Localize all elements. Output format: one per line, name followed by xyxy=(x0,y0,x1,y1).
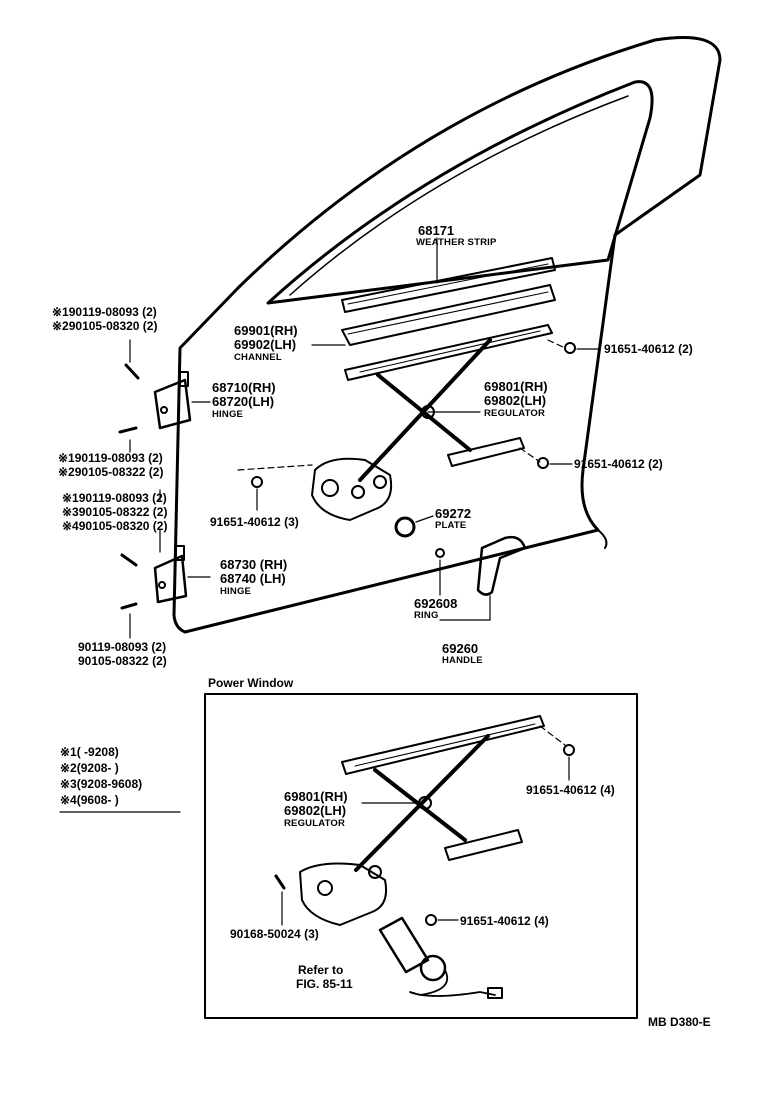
door-rear-edge xyxy=(597,529,608,549)
window-frame-inner xyxy=(289,95,629,296)
window-handle xyxy=(476,535,527,596)
regulator-rail xyxy=(344,324,553,381)
low-bolts-line-3: ※490105-08320 (2) xyxy=(62,519,168,533)
hinge-lower xyxy=(153,554,188,604)
weather-strip xyxy=(341,257,556,313)
window-frame-outline xyxy=(266,80,654,305)
pw-screw-label: 90168-50024 (3) xyxy=(230,927,319,941)
bolt-c-label: 91651-40612 (3) xyxy=(210,515,299,529)
upper-bolts-line-2: ※290105-08320 (2) xyxy=(52,319,158,333)
hinge-bolt-2 xyxy=(118,426,138,434)
power-window-box xyxy=(204,693,638,1019)
mid-bolts-line-2: ※290105-08322 (2) xyxy=(58,465,164,479)
pw-motor-bracket xyxy=(299,862,388,926)
legend-item-3: ※3(9208-9608) xyxy=(60,777,143,791)
bolt-marker-b xyxy=(537,457,549,469)
plate-name: PLATE xyxy=(435,520,467,531)
handle-name: HANDLE xyxy=(442,655,483,666)
door-outer-outline xyxy=(172,36,722,634)
mid-bolts-line-1: ※190119-08093 (2) xyxy=(58,451,163,465)
low-bolts-line-2: ※390105-08322 (2) xyxy=(62,505,168,519)
regulator-gear xyxy=(311,457,393,521)
bottom-bolts-line-2: 90105-08322 (2) xyxy=(78,654,167,668)
plate-number: 69272 xyxy=(435,506,472,521)
weather-strip-number: 68171 xyxy=(418,223,455,238)
regulator-arm-a xyxy=(358,338,492,482)
pw-regulator-lh-number: 69802(LH) xyxy=(284,803,347,818)
legend-item-4: ※4(9608- ) xyxy=(60,793,119,807)
regulator-name: REGULATOR xyxy=(484,408,546,419)
low-bolts-line-1: ※190119-08093 (2) xyxy=(62,491,167,505)
upper-bolts-line-1: ※190119-08093 (2) xyxy=(52,305,157,319)
hinge-bolt-4 xyxy=(120,602,138,610)
legend-item-1: ※1( -9208) xyxy=(60,745,119,759)
hinge-lower-name: HINGE xyxy=(220,586,252,597)
refer-line-1: Refer to xyxy=(298,963,344,977)
hinge-upper-lh-number: 68720(LH) xyxy=(212,394,275,409)
channel-rh-number: 69901(RH) xyxy=(234,323,298,338)
regulator-lh-number: 69802(LH) xyxy=(484,393,547,408)
pw-lower-guide xyxy=(444,829,523,861)
bolt-marker-c xyxy=(251,476,263,488)
bolt-b-label: 91651-40612 (2) xyxy=(574,457,663,471)
regulator-arm-b xyxy=(376,373,472,452)
channel-name: CHANNEL xyxy=(234,352,282,363)
channel-lh-number: 69902(LH) xyxy=(234,337,297,352)
bottom-bolts-line-1: 90119-08093 (2) xyxy=(78,640,167,654)
pw-motor xyxy=(378,916,430,974)
bolt-a-label: 91651-40612 (2) xyxy=(604,342,693,356)
plate xyxy=(394,516,416,538)
pw-arm-a xyxy=(354,734,490,872)
hinge-upper-rh-number: 68710(RH) xyxy=(212,380,276,395)
bolt-marker-a xyxy=(564,342,576,354)
handle-number: 69260 xyxy=(442,641,479,656)
diagram-code: MB D380-E xyxy=(648,1015,711,1029)
hinge-lower-rh-number: 68730 (RH) xyxy=(220,557,288,572)
hinge-bolt-1 xyxy=(124,363,140,380)
pw-bolt-motor-label: 91651-40612 (4) xyxy=(460,914,549,928)
ring-name: RING xyxy=(414,610,439,621)
ring-number: 692608 xyxy=(414,596,458,611)
legend-item-2: ※2(9208- ) xyxy=(60,761,119,775)
pw-bolt-marker-motor xyxy=(425,914,437,926)
pw-regulator-rh-number: 69801(RH) xyxy=(284,789,348,804)
pw-motor-wire xyxy=(409,969,496,997)
pw-bolt-marker-top xyxy=(563,744,575,756)
hinge-upper-name: HINGE xyxy=(212,409,244,420)
pw-regulator-name: REGULATOR xyxy=(284,818,346,829)
pw-screw xyxy=(274,874,286,890)
regulator-lower-guide xyxy=(447,437,525,467)
hinge-lower-lh-number: 68740 (LH) xyxy=(220,571,286,586)
refer-line-2: FIG. 85-11 xyxy=(296,977,353,991)
weather-strip-name: WEATHER STRIP xyxy=(416,237,497,248)
pw-bolt-top-label: 91651-40612 (4) xyxy=(526,783,615,797)
pw-regulator-rail xyxy=(341,715,545,775)
hinge-upper xyxy=(153,378,192,430)
hinge-bolt-3 xyxy=(120,553,138,567)
regulator-rh-number: 69801(RH) xyxy=(484,379,548,394)
ring xyxy=(435,548,445,558)
power-window-title: Power Window xyxy=(208,676,294,690)
channel xyxy=(341,284,556,346)
